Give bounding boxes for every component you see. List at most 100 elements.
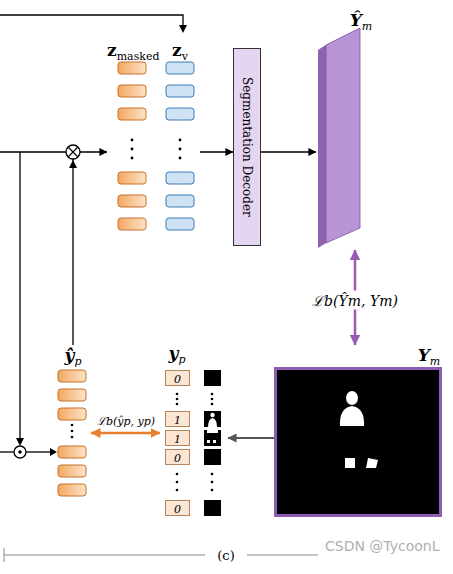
person-silhouette: [346, 391, 358, 405]
cell-value: 0: [174, 452, 181, 465]
arrow-head: [69, 160, 77, 168]
ground-truth-mask: Ym: [274, 345, 442, 517]
input-wire: [0, 451, 14, 452]
dot: [176, 403, 179, 406]
token: [58, 465, 86, 477]
token: [58, 408, 86, 420]
person-silhouette: [340, 406, 364, 426]
ground-truth-image: [276, 369, 441, 516]
patch-logits: ŷp: [55, 345, 91, 505]
patch-figure: [213, 440, 216, 443]
input-wire: [0, 151, 66, 152]
arrow-head: [16, 438, 24, 446]
token: [118, 108, 146, 120]
token: [166, 62, 194, 74]
patch-logit-column: [58, 370, 86, 496]
watermark: CSDN @TycoonL: [322, 538, 443, 554]
mask-patch: [204, 430, 221, 446]
label-cell: 0: [165, 370, 190, 386]
dot: [176, 481, 179, 484]
patch-figure: [207, 440, 210, 443]
patch-figure: [210, 413, 214, 417]
mask-patch-column: [204, 370, 221, 516]
panel-rule: [247, 555, 318, 556]
cell-value: 0: [174, 503, 181, 516]
dot: [211, 393, 214, 396]
loss-label: ℒb(Ŷm, Ym): [310, 291, 400, 310]
dot: [131, 139, 134, 142]
dot: [176, 393, 179, 396]
predicted-mask-slab: [318, 28, 360, 248]
token: [58, 446, 86, 458]
dot: [71, 424, 74, 427]
slab-face: [326, 28, 360, 243]
object-silhouette: [366, 458, 378, 468]
symbol-label: yp: [164, 343, 190, 370]
mask-patch: [204, 449, 221, 465]
label-cell: 0: [165, 500, 190, 516]
label-cell: 1: [165, 411, 190, 427]
product-wire: [26, 451, 51, 452]
dot: [176, 398, 179, 401]
token: [58, 370, 86, 382]
dot: [179, 148, 182, 151]
symbol: z: [107, 40, 117, 60]
symbol: y: [169, 343, 179, 363]
dot-product-operator: [14, 446, 26, 458]
subscript: m: [362, 20, 372, 33]
connector: [91, 432, 160, 435]
connector: [200, 151, 233, 152]
connector: [73, 152, 107, 345]
patch-figure: [208, 418, 217, 427]
dot: [211, 398, 214, 401]
dot: [211, 489, 214, 492]
arrow-head: [179, 25, 187, 33]
dot: [131, 148, 134, 151]
predicted-mask: Ŷm: [316, 10, 362, 250]
token: [118, 195, 146, 207]
dot: [179, 157, 182, 160]
token: [166, 218, 194, 230]
ellipsis-dots: [71, 139, 214, 492]
dot: [179, 139, 182, 142]
patch-labels: yp 0 1 1 0 0: [160, 343, 228, 521]
symbol: Y: [418, 345, 430, 365]
subscript: v: [182, 50, 188, 63]
symbol-label: zmasked: [107, 40, 157, 67]
token: [58, 389, 86, 401]
decoder-box: Segmentation Decoder: [233, 48, 261, 246]
symbol: z: [172, 40, 182, 60]
label-cell: 0: [165, 449, 190, 465]
connector: [261, 151, 316, 152]
symbol-label: zv: [160, 40, 200, 67]
multiply-operator: [66, 145, 80, 159]
token: [166, 172, 194, 184]
masked-token-column: [118, 62, 146, 230]
masked-token-group: zmasked: [107, 40, 157, 240]
token: [166, 85, 194, 97]
symbol-label: ŷp: [55, 345, 91, 372]
symbol: ŷ: [65, 345, 75, 365]
panel-rule: [4, 555, 205, 556]
symbol: Ŷ: [350, 10, 362, 30]
cell-value: 0: [174, 373, 181, 386]
mask-patch: [204, 500, 221, 516]
dot: [211, 481, 214, 484]
label-cell: 1: [165, 430, 190, 446]
loss-label: ℒb(ŷp, yp): [95, 413, 157, 428]
mask-patch: [204, 411, 221, 427]
connector: [228, 437, 274, 439]
input-wire: [0, 15, 183, 26]
token: [58, 484, 86, 496]
dot: [211, 473, 214, 476]
symbol-label: Ym: [414, 345, 444, 372]
token: [118, 172, 146, 184]
arrow-head: [50, 448, 57, 456]
object-silhouette: [345, 458, 355, 468]
mask-patch: [204, 370, 221, 386]
